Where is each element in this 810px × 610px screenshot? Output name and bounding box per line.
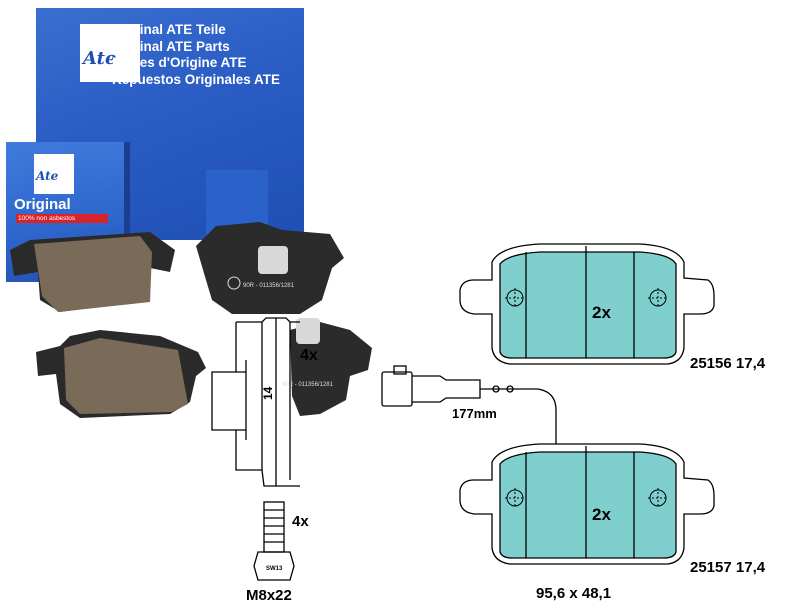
pad-b-qty-label: 2x (592, 505, 611, 524)
sensor-length-label: 177mm (452, 406, 497, 421)
ate-small-logo-text: Ate (36, 169, 59, 183)
clip-count-label: 4x (300, 347, 318, 364)
side-box-label: Fr (176, 238, 188, 252)
spring-clip-diagram (211, 317, 300, 487)
brake-pad-photo-3: 90R - 011356/1281 (196, 222, 344, 314)
box-title-lines: Original ATE Teile Original ATE Parts Pi… (112, 22, 280, 88)
box-line: Pièces d'Origine ATE (112, 55, 247, 70)
bolt-size-label: M8x22 (246, 587, 292, 604)
pad-a-code-label: 25156 17,4 (690, 355, 766, 372)
brake-pad-photo-4: 90R - 011356/1281 (282, 318, 372, 416)
clip-width-label: 14 (261, 386, 275, 400)
box-line: Original ATE Teile (112, 22, 226, 37)
pad-outline-b (459, 443, 715, 565)
wear-sensor-diagram (381, 365, 557, 456)
box-line: Repuestos Originales ATE (112, 71, 281, 87)
pad-stamp-2: 90R - 011356/1281 (282, 382, 334, 388)
box-original-label: Original (14, 196, 71, 213)
ate-logo-icon (80, 24, 140, 82)
bolt-icon (253, 501, 295, 581)
pad-a-qty-label: 2x (592, 303, 611, 322)
pad-stamp-1: 90R - 011356/1281 (243, 283, 295, 289)
pad-dimensions-label: 95,6 x 48,1 (536, 585, 611, 602)
ate-small-logo-icon (34, 154, 74, 194)
box-ribbon: 100% non asbestos (16, 214, 108, 223)
box-line: Original ATE Parts (112, 38, 230, 54)
pad-b-code-label: 25157 17,4 (690, 559, 766, 576)
pad-outline-a (459, 243, 715, 365)
brake-pad-photo-1 (10, 232, 175, 312)
bolt-qty-label: 4x (292, 513, 309, 530)
bolt-head-label: SW13 (266, 566, 283, 572)
ate-logo-text: Ate (83, 48, 117, 69)
brake-pad-photo-2 (36, 330, 206, 418)
